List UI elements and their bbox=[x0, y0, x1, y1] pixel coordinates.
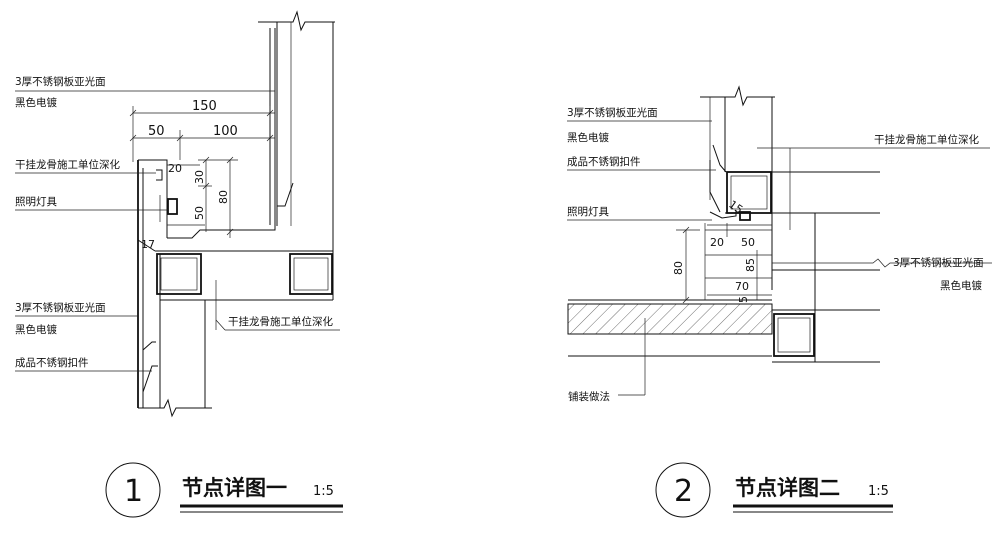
d1-lower-clip bbox=[142, 365, 158, 393]
d2-light-fixture bbox=[709, 210, 737, 219]
d1-label-plate-top-2: 黑色电镀 bbox=[15, 96, 57, 109]
d2-title-circle bbox=[655, 462, 711, 518]
d2-steel-tube-upper-inner bbox=[730, 175, 768, 210]
d2-dim-50: 50 bbox=[741, 236, 755, 249]
d1-l-panel bbox=[167, 28, 276, 239]
d2-label-plate-1: 3厚不锈钢板亚光面 bbox=[567, 106, 658, 119]
d2-dim-70: 70 bbox=[735, 280, 749, 293]
d1-label-light: 照明灯具 bbox=[15, 196, 57, 208]
d2-label-light: 照明灯具 bbox=[567, 206, 609, 218]
d1-scale: 1:5 bbox=[313, 484, 334, 499]
d1-dim-30: 30 bbox=[193, 170, 206, 184]
d1-steel-tube-1-inner bbox=[160, 257, 198, 291]
d1-circle-number: 1 bbox=[124, 474, 143, 509]
d1-break-top bbox=[258, 10, 335, 32]
d2-dim-20: 20 bbox=[710, 236, 724, 249]
d2-scale: 1:5 bbox=[868, 484, 889, 499]
d1-dim-150: 150 bbox=[192, 99, 217, 114]
d2-break-top bbox=[700, 85, 775, 107]
d1-dim-17: 17 bbox=[141, 238, 155, 251]
d2-steel-tube-lower-inner bbox=[777, 317, 811, 353]
d2-clip-bend bbox=[712, 144, 727, 173]
d2-label-plate-right-2: 黑色电镀 bbox=[940, 279, 982, 292]
d2-leader-plate-right bbox=[772, 258, 992, 268]
d1-label-plate-bottom-2: 黑色电镀 bbox=[15, 323, 57, 336]
d1-label-clip: 成品不锈钢扣件 bbox=[15, 356, 89, 369]
d1-dim-100: 100 bbox=[213, 124, 238, 139]
d1-title-circle bbox=[105, 462, 161, 518]
d1-label-keel: 干挂龙骨施工单位深化 bbox=[15, 158, 120, 171]
d1-left-stub bbox=[137, 239, 156, 252]
d2-label-paving: 铺装做法 bbox=[568, 390, 610, 403]
d1-steel-tube-1 bbox=[156, 253, 202, 295]
detail-1-drawing: 150 50 100 20 30 50 80 17 bbox=[15, 10, 340, 418]
d1-title: 节点详图一 bbox=[182, 476, 287, 500]
d2-paving-slab bbox=[567, 303, 773, 335]
detail-2-drawing: 80 20 50 85 70 5 15 bbox=[567, 85, 992, 396]
d2-panel-bend bbox=[709, 160, 721, 213]
d2-title: 节点详图二 bbox=[735, 476, 840, 500]
d1-label-keel-right: 干挂龙骨施工单位深化 bbox=[228, 315, 333, 328]
d2-label-clip: 成品不锈钢扣件 bbox=[567, 155, 641, 168]
d1-dim-50v: 50 bbox=[193, 206, 206, 220]
d1-light-fixture bbox=[167, 198, 178, 215]
d1-break-bottom bbox=[138, 398, 212, 418]
d2-dim-5: 5 bbox=[737, 296, 750, 303]
d1-clip-top bbox=[156, 169, 163, 181]
d1-lower-clip-2 bbox=[142, 341, 156, 351]
d1-steel-tube-2-inner bbox=[293, 257, 329, 291]
d2-label-keel: 干挂龙骨施工单位深化 bbox=[874, 133, 979, 146]
d2-label-plate-2: 黑色电镀 bbox=[567, 131, 609, 144]
d1-label-plate-bottom-1: 3厚不锈钢板亚光面 bbox=[15, 301, 106, 314]
d2-circle-number: 2 bbox=[674, 474, 693, 509]
d2-steel-tube-lower bbox=[773, 313, 815, 357]
d1-steel-tube-2 bbox=[289, 253, 333, 295]
d2-light-box bbox=[739, 211, 751, 221]
d1-label-plate-top-1: 3厚不锈钢板亚光面 bbox=[15, 75, 106, 88]
d2-dim-80: 80 bbox=[672, 261, 685, 275]
d2-dim-85: 85 bbox=[744, 258, 757, 272]
d2-label-plate-right-1: 3厚不锈钢板亚光面 bbox=[893, 256, 984, 269]
d1-cavity-frame bbox=[138, 159, 168, 238]
d1-dim-20: 20 bbox=[168, 162, 182, 175]
d1-bracket bbox=[277, 182, 294, 207]
d1-dim-50: 50 bbox=[148, 124, 165, 139]
d1-dim-80: 80 bbox=[217, 190, 230, 204]
